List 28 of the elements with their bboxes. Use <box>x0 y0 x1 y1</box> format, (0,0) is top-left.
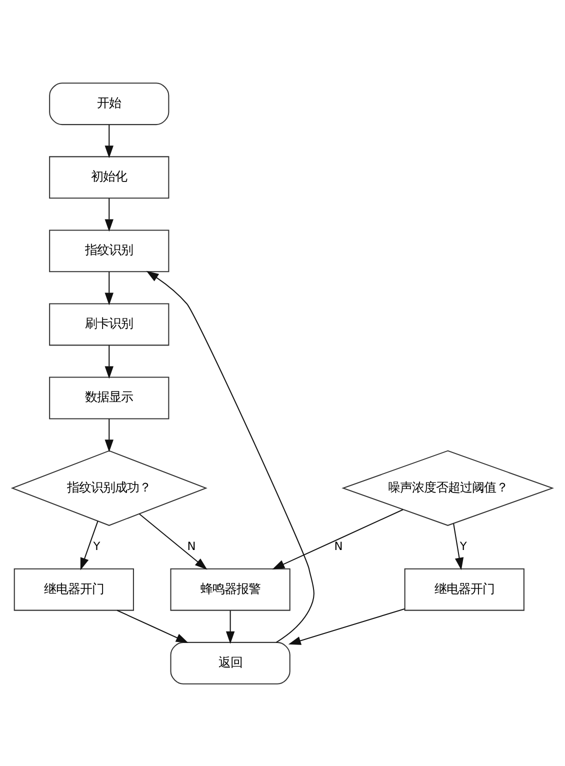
arrow <box>146 270 314 642</box>
arrow <box>288 608 405 644</box>
node-box: 数据显示 <box>49 376 170 419</box>
arrow <box>272 508 404 569</box>
edge-label: N <box>334 538 343 553</box>
node-diamond: 指纹识别成功？ <box>10 450 208 526</box>
arrow <box>116 609 188 642</box>
edge-label: N <box>187 538 196 553</box>
node-box: 指纹识别 <box>49 229 170 272</box>
arrow <box>226 610 235 644</box>
node-box: 开始 <box>49 82 170 125</box>
arrow <box>453 523 464 570</box>
node-box: 继电器开门 <box>404 568 524 610</box>
node-box: 继电器开门 <box>14 568 134 610</box>
node-diamond: 噪声浓度否超过阈值？ <box>342 450 554 526</box>
node-box: 返回 <box>170 641 290 684</box>
node-box: 初始化 <box>49 156 170 198</box>
arrow <box>104 418 114 452</box>
arrow <box>80 520 98 570</box>
node-box: 刷卡识别 <box>49 302 170 346</box>
node-box: 蜂鸣器报警 <box>170 568 290 610</box>
edge-label: Y <box>93 538 100 553</box>
arrow <box>104 344 114 378</box>
arrow <box>104 198 114 232</box>
arrow <box>139 513 208 570</box>
edge-label: Y <box>460 538 467 553</box>
arrow <box>104 124 114 158</box>
arrow <box>104 271 114 305</box>
